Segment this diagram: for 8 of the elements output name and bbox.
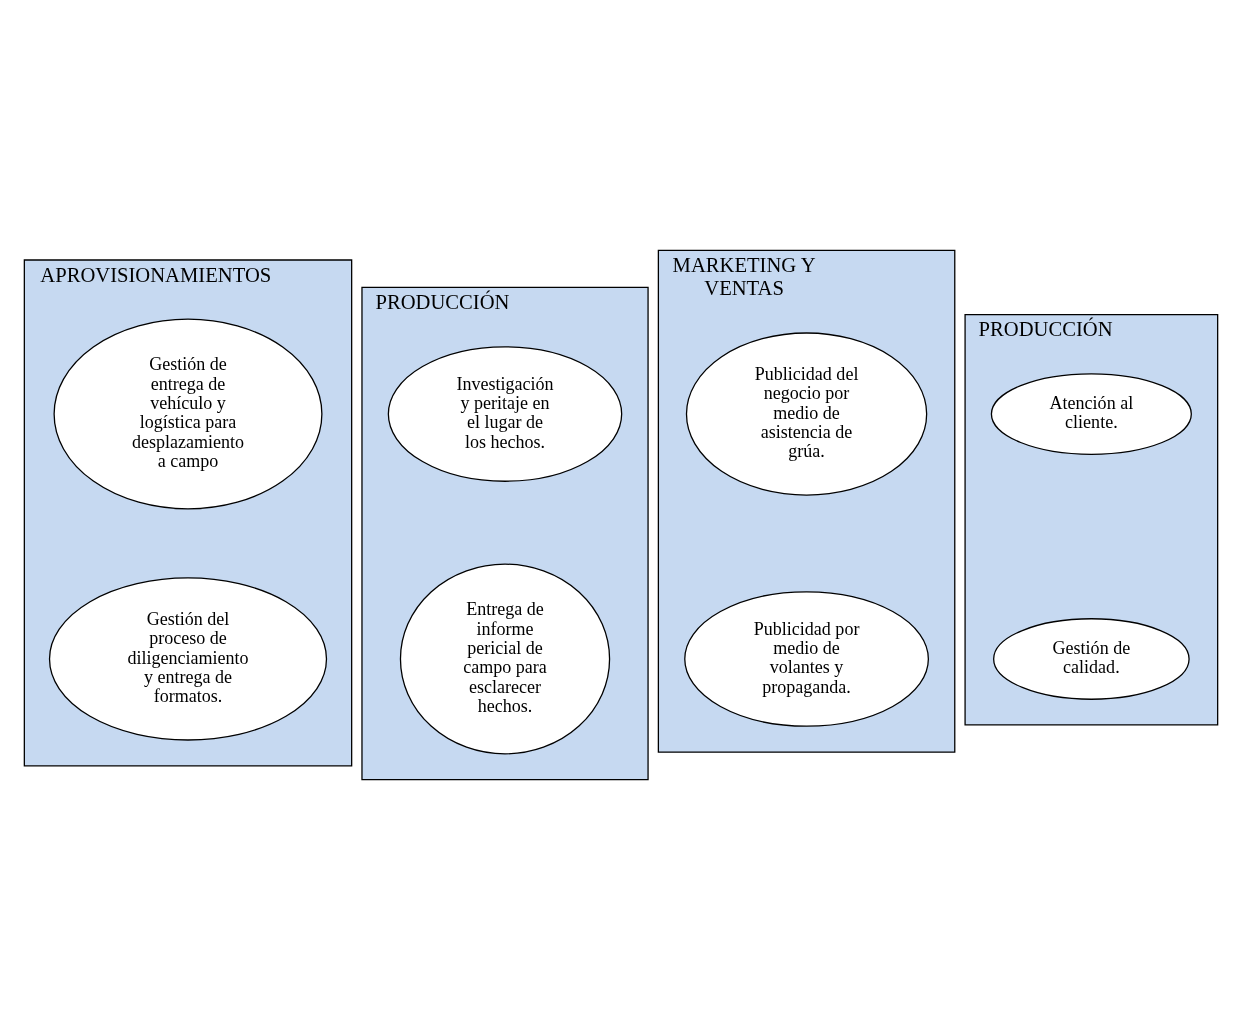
- node-ellipse: Publicidad por medio de volantes y propaganda.: [684, 590, 929, 727]
- node-ellipse: Investigación y peritaje en el lugar de los hechos.: [387, 345, 623, 482]
- node-ellipse: Atención al cliente.: [990, 372, 1192, 455]
- node-circle: Entrega de informe pericial de campo para esclarecer hechos.: [399, 563, 611, 754]
- node-ellipse: Gestión del proceso de diligenciamiento y entrega de formatos.: [48, 576, 328, 741]
- node-ellipse: Publicidad del negocio por medio de asistencia de grúa.: [685, 331, 928, 496]
- node-ellipse: Gestión de entrega de vehículo y logística para desplazamiento a campo: [53, 318, 323, 509]
- node-ellipse: Gestión de calidad.: [993, 617, 1190, 700]
